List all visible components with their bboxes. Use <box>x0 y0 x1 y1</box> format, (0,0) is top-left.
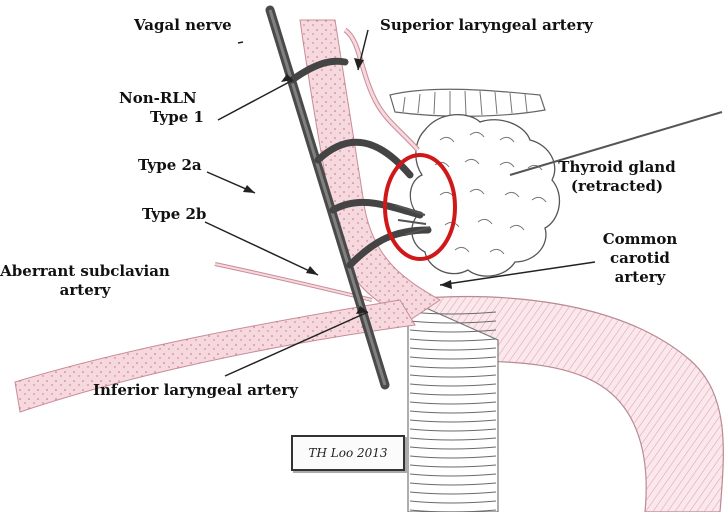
trachea-ring <box>409 482 497 486</box>
trachea-ring <box>409 455 497 459</box>
label-superior-laryngeal-artery: Superior laryngeal artery <box>380 16 593 34</box>
label-aberrant-subclavian: Aberrant subclavian <box>0 262 170 280</box>
trachea-ring <box>409 428 497 432</box>
trachea-ring <box>409 392 497 396</box>
larynx <box>389 88 546 117</box>
label-common: Common <box>602 230 678 248</box>
label-type-2b: Type 2b <box>142 205 207 223</box>
trachea-ring <box>409 473 497 477</box>
highlight-ellipse <box>383 153 457 261</box>
trachea-ring <box>409 329 497 333</box>
trachea-ring <box>409 401 497 405</box>
label-retracted: (retracted) <box>570 177 664 195</box>
leader-lines <box>204 29 596 377</box>
trachea-ring <box>409 491 497 495</box>
label-type-1: Type 1 <box>150 108 204 126</box>
trachea <box>407 299 499 512</box>
trachea-ring <box>409 509 497 512</box>
signature-box: TH Loo 2013 <box>291 435 405 471</box>
label-artery: artery <box>614 268 666 286</box>
trachea-ring <box>409 437 497 441</box>
trachea-ring <box>409 419 497 423</box>
label-inferior-laryngeal-artery: Inferior laryngeal artery <box>93 381 298 399</box>
label-aberrant-artery: artery <box>59 281 111 299</box>
trachea-ring <box>409 365 497 369</box>
trachea-ring <box>409 374 497 378</box>
label-carotid: carotid <box>610 249 670 267</box>
retractor <box>509 111 723 176</box>
label-vagal-nerve: Vagal nerve <box>134 16 232 34</box>
label-thyroid-gland: Thyroid gland <box>558 158 676 176</box>
trachea-ring <box>409 320 497 324</box>
trachea-ring <box>409 500 497 504</box>
trachea-ring <box>409 446 497 450</box>
label-type-2a: Type 2a <box>138 156 202 174</box>
thyroid-gland <box>409 113 561 277</box>
trachea-ring <box>409 410 497 414</box>
label-non-rln: Non-RLN <box>119 89 197 107</box>
trachea-ring <box>409 347 497 351</box>
trachea-ring <box>409 338 497 342</box>
trachea-ring <box>409 464 497 468</box>
trachea-ring <box>409 383 497 387</box>
trachea-ring <box>409 356 497 360</box>
